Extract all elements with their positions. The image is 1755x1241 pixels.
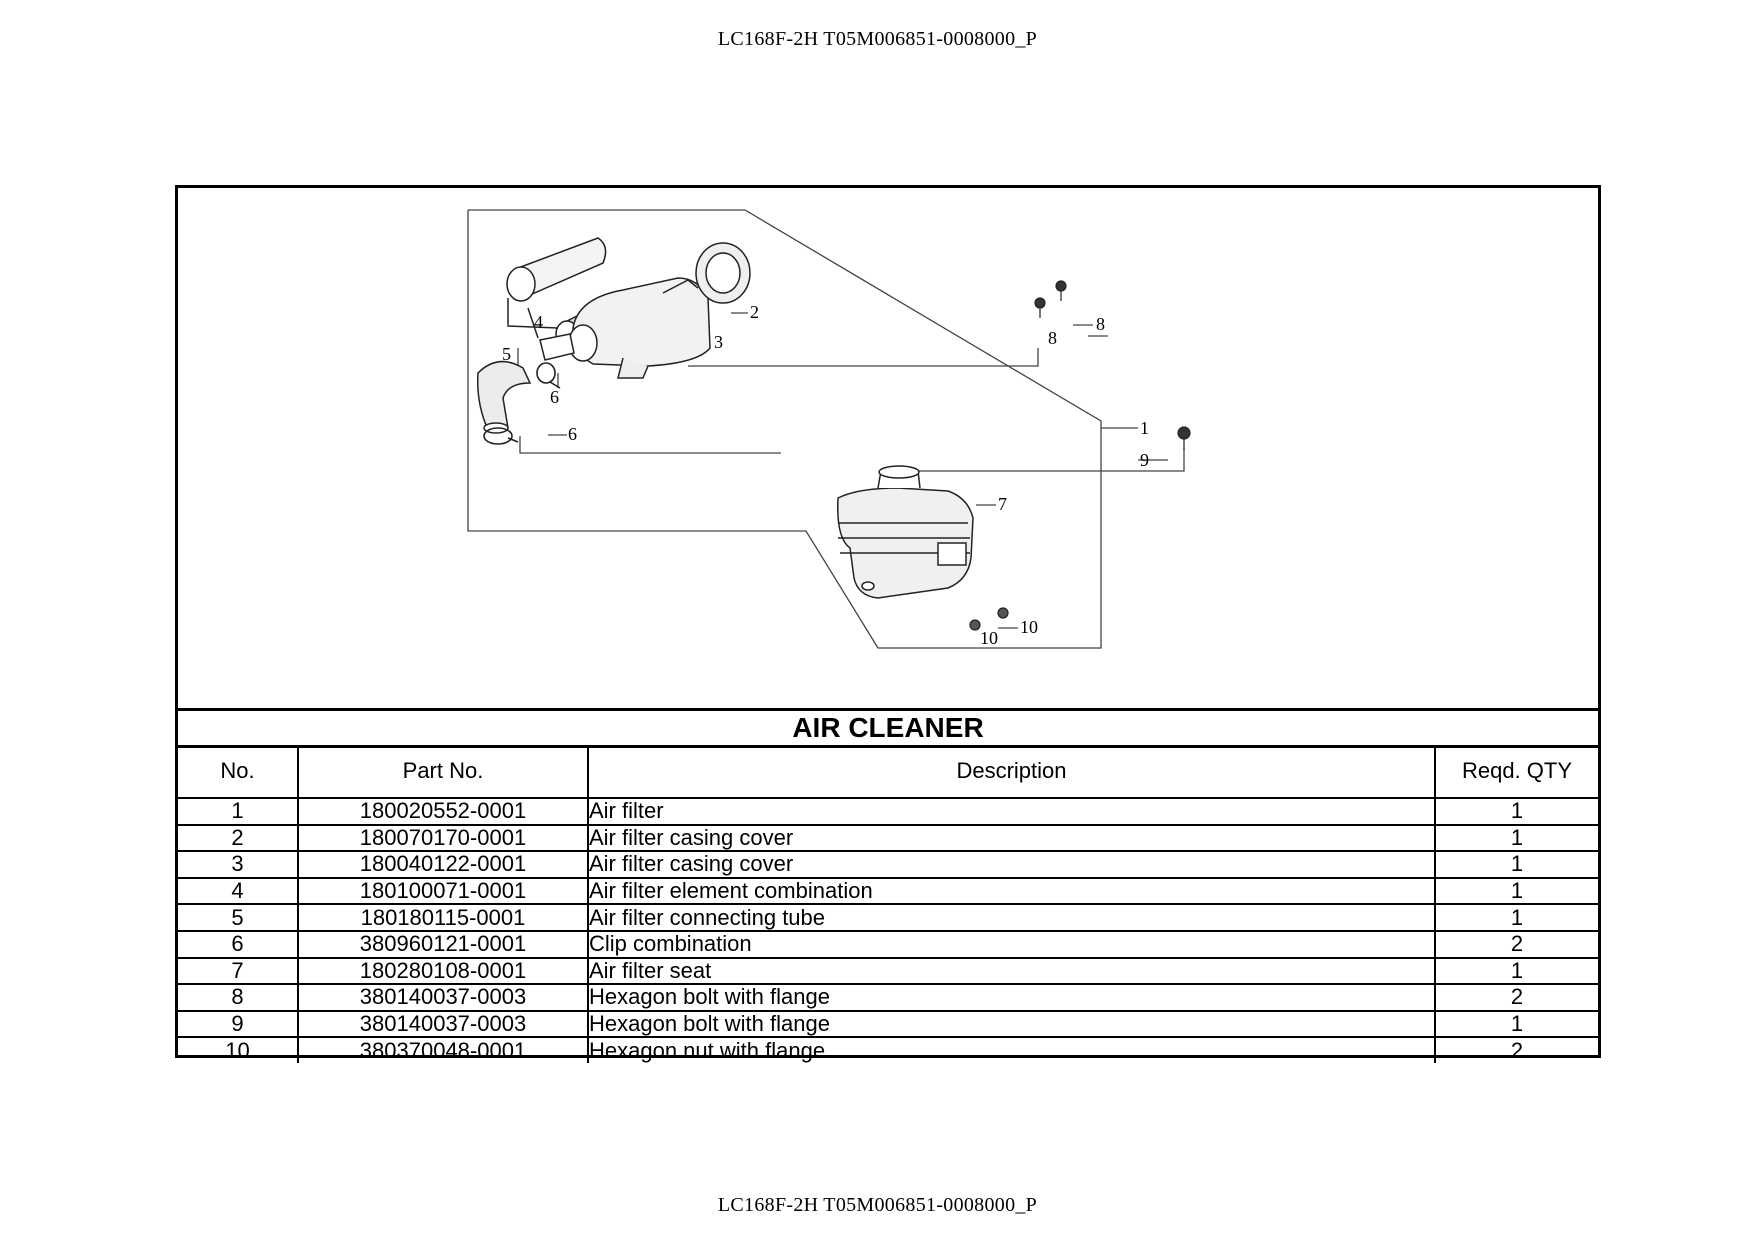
bolt-icon [1034, 280, 1191, 450]
casing-cover-icon [695, 242, 751, 304]
air-filter-casing-icon [539, 277, 711, 379]
cell-description: Air filter [587, 797, 1436, 826]
cell-no: 7 [178, 956, 299, 986]
cell-description: Air filter casing cover [587, 850, 1436, 879]
cell-qty: 1 [1434, 1009, 1598, 1039]
section-title: AIR CLEANER [178, 708, 1598, 748]
page-header: LC168F-2H T05M006851-0008000_P [717, 28, 1038, 50]
air-cleaner-diagram: 1 2 3 4 5 6 6 7 8 8 9 10 10 [467, 209, 1191, 649]
cell-no: 3 [178, 850, 299, 879]
cell-description: Air filter element combination [587, 876, 1436, 906]
leader-bolt8 [688, 348, 1039, 367]
cell-qty: 1 [1434, 850, 1598, 879]
cell-description: Hexagon bolt with flange [587, 1009, 1436, 1039]
cell-part-no: 380140037-0003 [297, 1009, 589, 1039]
cell-qty: 1 [1434, 956, 1598, 986]
callout-10b: 10 [1020, 617, 1038, 637]
col-header-part-no: Part No. [297, 745, 589, 799]
connecting-tube-icon [476, 360, 532, 434]
callout-9: 9 [1140, 450, 1149, 470]
cell-part-no: 380960121-0001 [297, 929, 589, 959]
cell-no: 5 [178, 903, 299, 932]
nut-icon [969, 607, 1009, 631]
cell-no: 1 [178, 797, 299, 826]
col-header-no: No. [178, 745, 299, 799]
callout-6a: 6 [550, 387, 559, 407]
callout-7: 7 [998, 494, 1007, 514]
cell-no: 6 [178, 929, 299, 959]
col-header-qty: Reqd. QTY [1434, 745, 1598, 799]
cell-qty: 1 [1434, 876, 1598, 906]
cell-description: Air filter seat [587, 956, 1436, 986]
cell-part-no: 180280108-0001 [297, 956, 589, 986]
page-footer: LC168F-2H T05M006851-0008000_P [717, 1194, 1038, 1216]
cell-description: Hexagon nut with flange [587, 1036, 1436, 1063]
callout-2: 2 [750, 302, 759, 322]
callout-8b: 8 [1096, 314, 1105, 334]
cell-qty: 1 [1434, 823, 1598, 853]
clip-icon [483, 362, 561, 445]
exploded-diagram: 1 2 3 4 5 6 6 7 8 8 9 10 10 [178, 188, 1598, 708]
callout-5: 5 [502, 344, 511, 364]
cell-part-no: 180020552-0001 [297, 797, 589, 826]
cell-description: Air filter casing cover [587, 823, 1436, 853]
cell-part-no: 180100071-0001 [297, 876, 589, 906]
air-filter-seat-icon [837, 465, 974, 599]
cell-qty: 2 [1434, 1036, 1598, 1063]
table-header-row: No. Part No. Description Reqd. QTY [178, 745, 1598, 799]
cell-qty: 1 [1434, 797, 1598, 826]
callout-6b: 6 [568, 424, 577, 444]
parts-sheet: 1 2 3 4 5 6 6 7 8 8 9 10 10 AIR CLEANER … [175, 185, 1601, 1063]
cell-part-no: 180180115-0001 [297, 903, 589, 932]
cell-no: 4 [178, 876, 299, 906]
callout-10a: 10 [980, 628, 998, 648]
cell-no: 8 [178, 983, 299, 1012]
callout-8a: 8 [1048, 328, 1057, 348]
col-header-description: Description [587, 745, 1436, 799]
cell-part-no: 380140037-0003 [297, 983, 589, 1012]
cell-no: 9 [178, 1009, 299, 1039]
cell-part-no: 180070170-0001 [297, 823, 589, 853]
cell-part-no: 180040122-0001 [297, 850, 589, 879]
callout-3: 3 [714, 332, 723, 352]
cell-description: Hexagon bolt with flange [587, 983, 1436, 1012]
cell-qty: 2 [1434, 983, 1598, 1012]
cell-description: Clip combination [587, 929, 1436, 959]
cell-qty: 2 [1434, 929, 1598, 959]
callout-4: 4 [534, 312, 543, 332]
assembly-outline [467, 209, 1102, 649]
cell-no: 10 [178, 1036, 299, 1063]
cell-qty: 1 [1434, 903, 1598, 932]
leader-clip6 [519, 436, 781, 454]
cell-no: 2 [178, 823, 299, 853]
callout-1: 1 [1140, 418, 1149, 438]
cell-description: Air filter connecting tube [587, 903, 1436, 932]
cell-part-no: 380370048-0001 [297, 1036, 589, 1063]
